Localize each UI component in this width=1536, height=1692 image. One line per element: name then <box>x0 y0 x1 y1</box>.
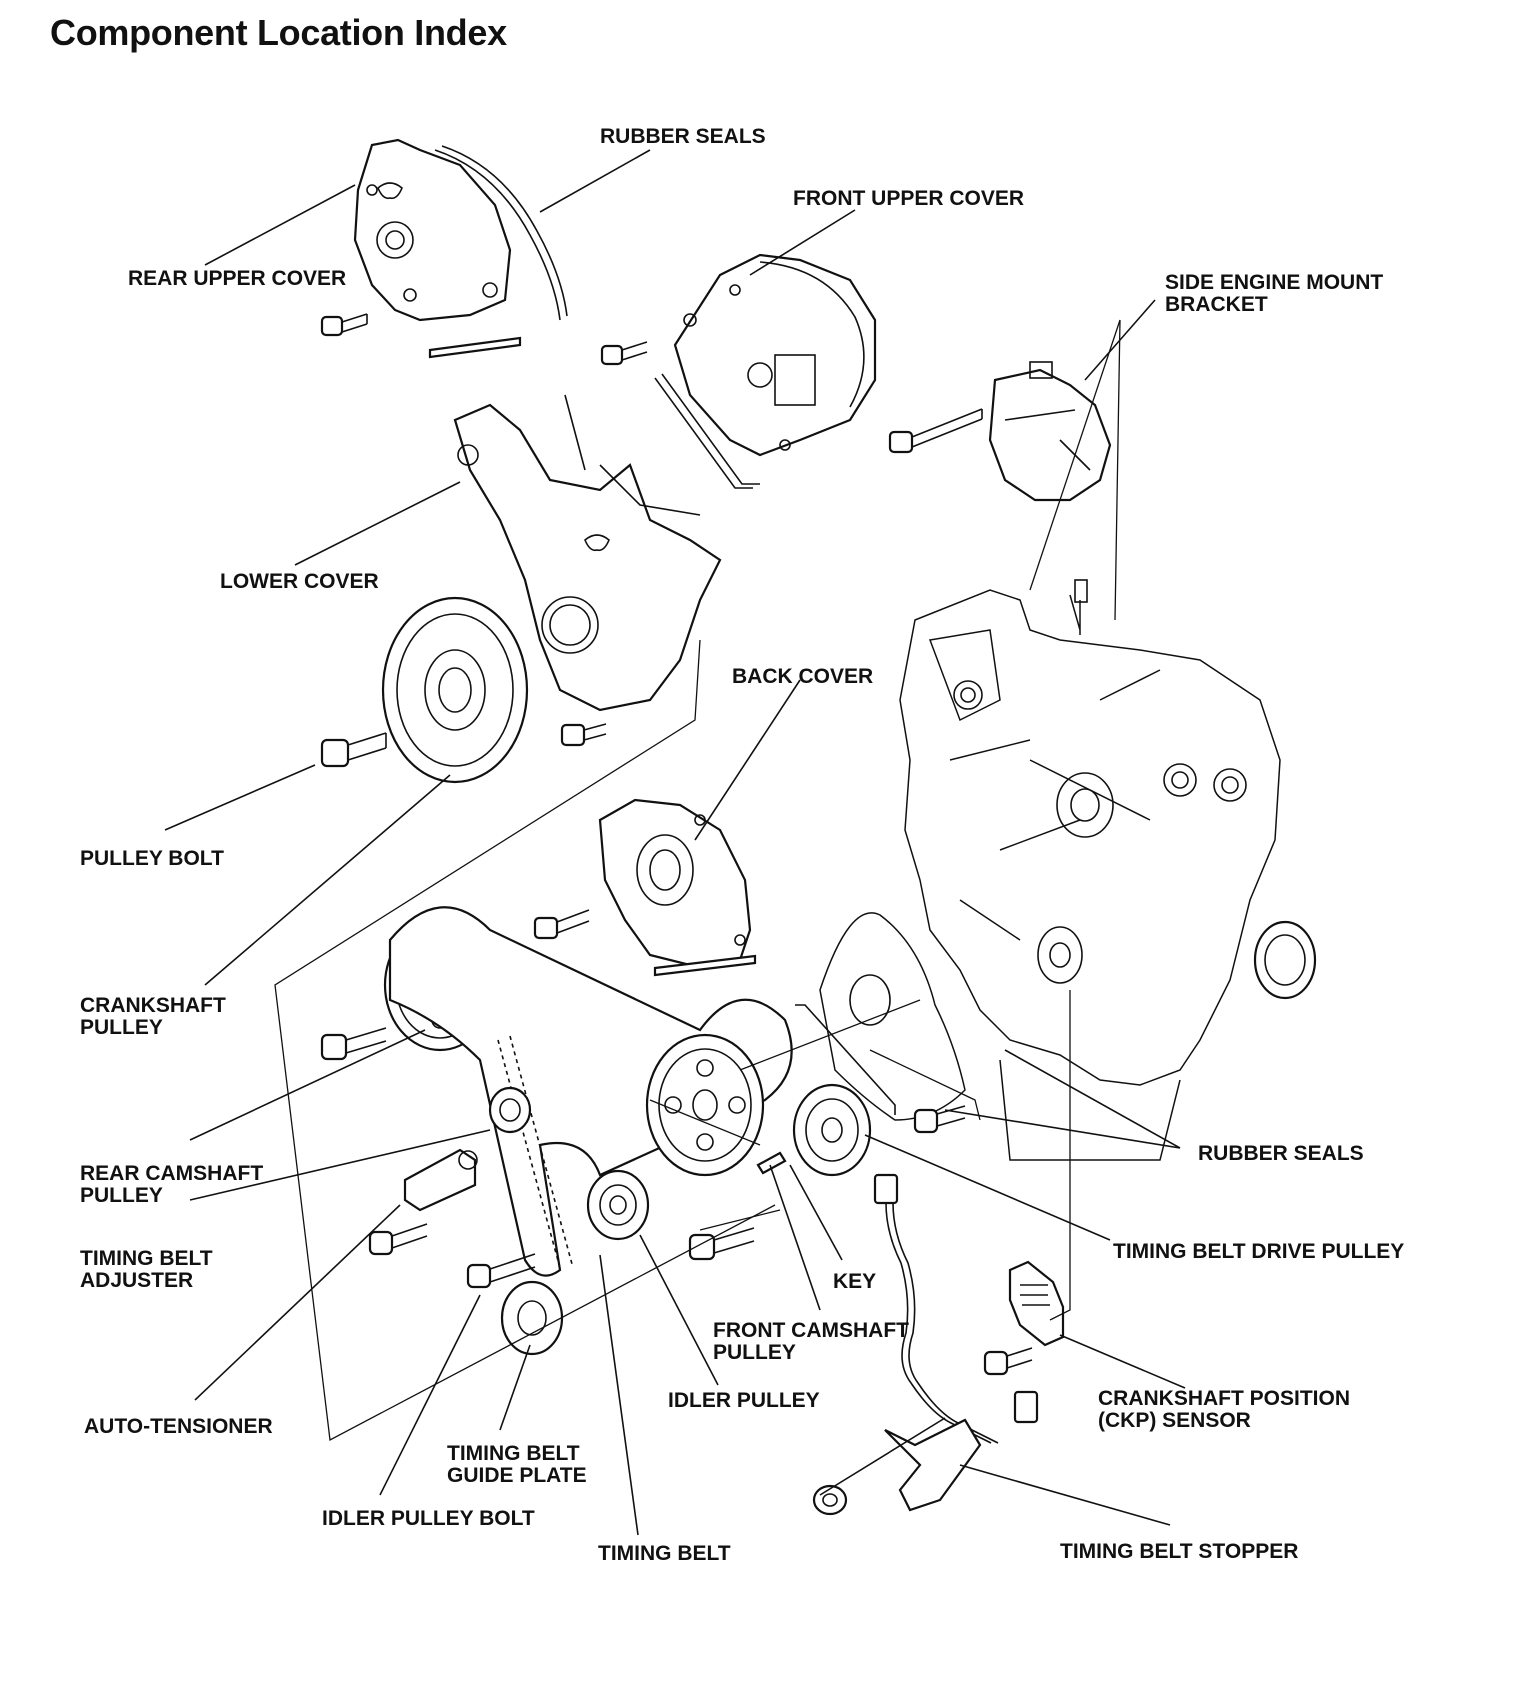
seal-strip-front-upper <box>654 377 753 489</box>
lower-cover <box>453 394 722 712</box>
back-cover-bolt <box>533 909 590 940</box>
label-front-upper-cover: FRONT UPPER COVER <box>793 187 1024 210</box>
crankshaft-pulley <box>381 596 529 784</box>
label-crankshaft-pulley-2: PULLEY <box>80 1016 163 1039</box>
label-timing-belt: TIMING BELT <box>598 1542 731 1565</box>
idler-pulley-bolt <box>466 1253 536 1289</box>
idler-pulley-small <box>488 1086 532 1134</box>
seal-strip-back-cover <box>653 954 757 977</box>
seal-strip-right <box>795 1004 896 1115</box>
label-timing-belt-drive-pulley: TIMING BELT DRIVE PULLEY <box>1113 1240 1404 1263</box>
label-adjuster-1: TIMING BELT <box>80 1247 213 1270</box>
label-guide-plate-2: GUIDE PLATE <box>447 1464 587 1487</box>
label-adjuster-2: ADJUSTER <box>80 1269 193 1292</box>
front-case <box>819 912 966 1121</box>
label-side-engine-mount-1: SIDE ENGINE MOUNT <box>1165 271 1383 294</box>
label-pulley-bolt: PULLEY BOLT <box>80 847 224 870</box>
key <box>756 1151 787 1175</box>
label-timing-belt-stopper: TIMING BELT STOPPER <box>1060 1540 1298 1563</box>
leader-lines <box>164 149 1186 1536</box>
seal-strip-small-upper <box>428 336 522 359</box>
page-title: Component Location Index <box>50 12 507 53</box>
lower-cover-bolt <box>560 723 607 747</box>
idler-pulley <box>586 1169 650 1241</box>
timing-belt-drive-pulley <box>792 1083 872 1177</box>
ckp-sensor <box>1008 1260 1065 1347</box>
timing-belt-guide-plate <box>500 1280 564 1356</box>
rear-upper-bolt <box>320 313 368 337</box>
timing-belt-adjuster <box>403 1148 478 1212</box>
label-guide-plate-1: TIMING BELT <box>447 1442 580 1465</box>
front-upper-bolt <box>600 341 648 366</box>
front-case-bolt <box>913 1105 966 1134</box>
side-engine-mount-bracket <box>988 361 1112 502</box>
sensor-cable <box>873 1173 1039 1444</box>
rear-upper-cover <box>353 138 512 322</box>
label-ckp-2: (CKP) SENSOR <box>1098 1409 1251 1432</box>
auto-tensioner-bolt <box>368 1223 428 1256</box>
ckp-bolt <box>983 1347 1033 1376</box>
label-rear-camshaft-1: REAR CAMSHAFT <box>80 1162 263 1185</box>
label-crankshaft-pulley-1: CRANKSHAFT <box>80 994 226 1017</box>
label-side-engine-mount-2: BRACKET <box>1165 293 1268 316</box>
label-back-cover: BACK COVER <box>732 665 873 688</box>
label-key: KEY <box>833 1270 876 1293</box>
timing-belt-stopper <box>884 1418 982 1512</box>
label-front-camshaft-1: FRONT CAMSHAFT <box>713 1319 909 1342</box>
front-upper-cover <box>673 253 877 457</box>
rubber-seal-strip-upper <box>434 149 561 321</box>
rear-cam-bolt <box>320 1027 387 1061</box>
label-rear-camshaft-2: PULLEY <box>80 1184 163 1207</box>
pulley-bolt <box>320 732 387 768</box>
label-rubber-seals-right: RUBBER SEALS <box>1198 1142 1364 1165</box>
back-cover <box>598 798 752 967</box>
label-rear-upper-cover: REAR UPPER COVER <box>128 267 346 290</box>
label-front-camshaft-2: PULLEY <box>713 1341 796 1364</box>
timing-belt <box>388 906 793 1277</box>
label-idler-pulley-bolt: IDLER PULLEY BOLT <box>322 1507 535 1530</box>
crankshaft-oil-seal <box>1253 920 1317 1000</box>
label-ckp-1: CRANKSHAFT POSITION <box>1098 1387 1350 1410</box>
side-mount-bolt <box>888 408 983 454</box>
stopper-nut <box>812 1484 848 1516</box>
engine-block <box>899 579 1281 1161</box>
label-rubber-seals-top: RUBBER SEALS <box>600 125 766 148</box>
front-camshaft-pulley <box>645 1033 765 1177</box>
label-idler-pulley: IDLER PULLEY <box>668 1389 820 1412</box>
label-lower-cover: LOWER COVER <box>220 570 379 593</box>
label-auto-tensioner: AUTO-TENSIONER <box>84 1415 273 1438</box>
labels: RUBBER SEALS FRONT UPPER COVER REAR UPPE… <box>80 125 1404 1565</box>
alignment-lines <box>274 319 1121 1442</box>
